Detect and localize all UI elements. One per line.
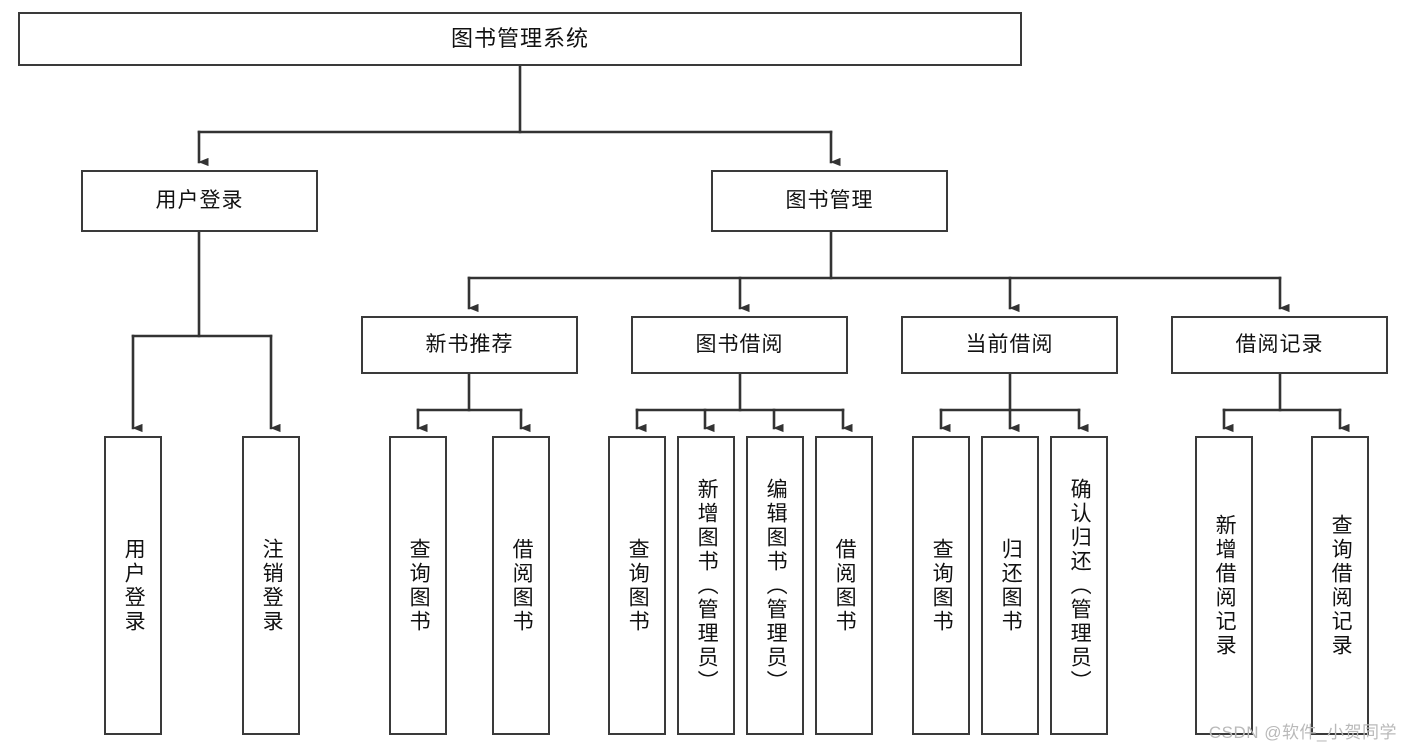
leaf-borrow-book[interactable]: 借阅图书 [815, 436, 873, 735]
leaf-borrow-book-recommend[interactable]: 借阅图书 [492, 436, 550, 735]
node-borrow-record[interactable]: 借阅记录 [1171, 316, 1388, 374]
leaf-query-book-borrow[interactable]: 查询图书 [608, 436, 666, 735]
leaf-label: 确认归还（管理员） [1068, 477, 1092, 694]
node-label: 借阅记录 [1235, 332, 1324, 356]
watermark: CSDN @软件_小贺同学 [1208, 723, 1397, 742]
node-book-management[interactable]: 图书管理 [711, 170, 948, 232]
node-user-login[interactable]: 用户登录 [81, 170, 318, 232]
leaf-label: 借阅图书 [833, 537, 857, 634]
node-root-book-management-system[interactable]: 图书管理系统 [18, 12, 1022, 66]
leaf-label: 新增图书（管理员） [695, 477, 719, 694]
node-label: 当前借阅 [965, 332, 1054, 356]
leaf-return-book[interactable]: 归还图书 [981, 436, 1039, 735]
leaf-confirm-return-admin[interactable]: 确认归还（管理员） [1050, 436, 1108, 735]
leaf-label: 新增借阅记录 [1213, 513, 1237, 658]
leaf-add-borrow-record[interactable]: 新增借阅记录 [1195, 436, 1253, 735]
leaf-query-book-recommend[interactable]: 查询图书 [389, 436, 447, 735]
leaf-label: 注销登录 [260, 537, 284, 634]
node-label: 用户登录 [155, 188, 244, 212]
node-label: 图书借阅 [695, 332, 784, 356]
leaf-label: 用户登录 [122, 537, 146, 634]
leaf-label: 归还图书 [999, 537, 1023, 634]
leaf-query-borrow-record[interactable]: 查询借阅记录 [1311, 436, 1369, 735]
node-book-borrow[interactable]: 图书借阅 [631, 316, 848, 374]
leaf-label: 查询图书 [407, 537, 431, 634]
node-label: 新书推荐 [425, 332, 514, 356]
node-current-borrow[interactable]: 当前借阅 [901, 316, 1118, 374]
leaf-label: 查询借阅记录 [1329, 513, 1353, 658]
node-new-book-recommend[interactable]: 新书推荐 [361, 316, 578, 374]
leaf-label: 查询图书 [930, 537, 954, 634]
node-label: 图书管理 [785, 188, 874, 212]
leaf-label: 借阅图书 [510, 537, 534, 634]
leaf-add-book-admin[interactable]: 新增图书（管理员） [677, 436, 735, 735]
leaf-edit-book-admin[interactable]: 编辑图书（管理员） [746, 436, 804, 735]
leaf-label: 查询图书 [626, 537, 650, 634]
leaf-user-login[interactable]: 用户登录 [104, 436, 162, 735]
leaf-query-book-current[interactable]: 查询图书 [912, 436, 970, 735]
node-label: 图书管理系统 [450, 26, 589, 52]
leaf-logout-login[interactable]: 注销登录 [242, 436, 300, 735]
leaf-label: 编辑图书（管理员） [764, 477, 788, 694]
